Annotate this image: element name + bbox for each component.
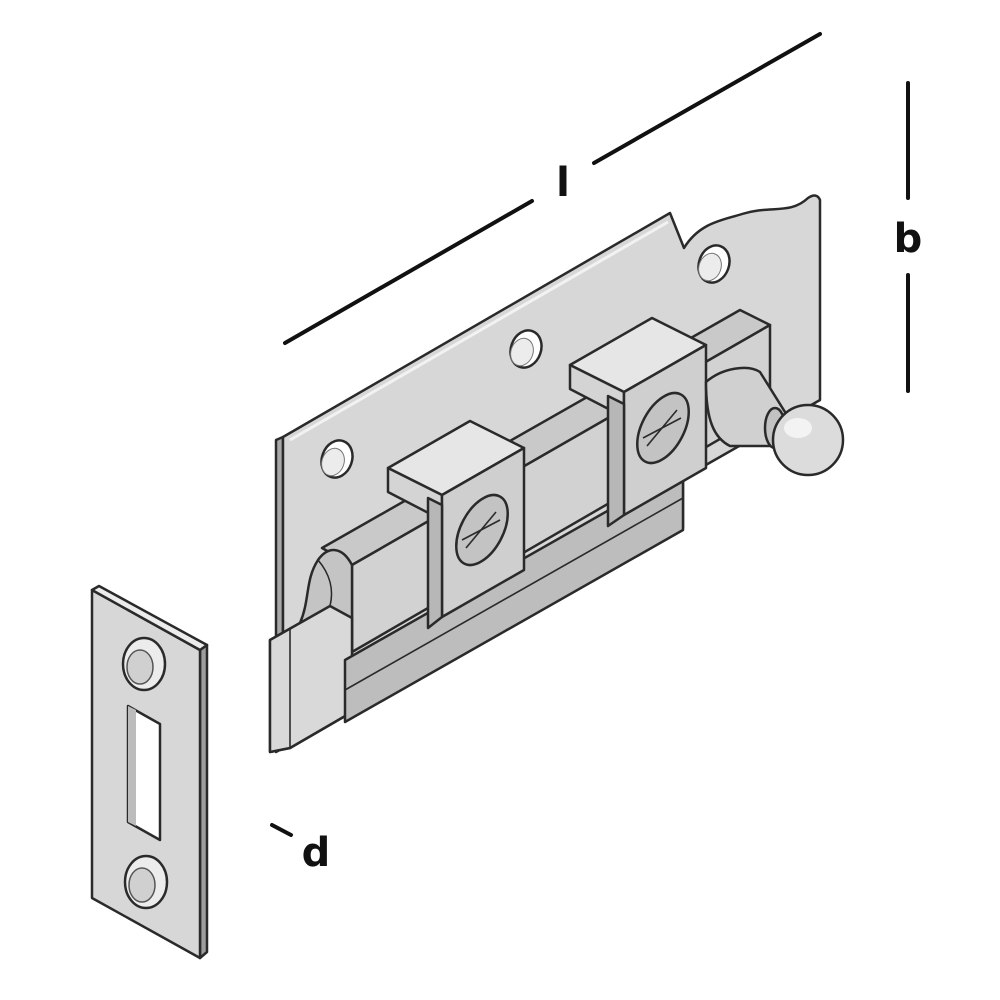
strike-plate xyxy=(90,584,209,960)
strike-slot xyxy=(126,704,162,842)
dimension-thickness: d xyxy=(270,823,331,876)
screw-hole-left xyxy=(320,439,354,479)
dimension-length: l xyxy=(283,32,822,345)
length-dimension-line-right xyxy=(592,32,822,165)
height-label: b xyxy=(894,216,923,262)
screw-hole-middle xyxy=(509,329,543,369)
screw-hole-right xyxy=(697,244,731,284)
strike-hole-top xyxy=(121,636,167,692)
bolt-guide-right xyxy=(568,316,708,528)
thickness-dimension-tick xyxy=(270,823,293,837)
length-label: l xyxy=(556,160,570,206)
guide-screw-left xyxy=(455,493,509,567)
bolt-guide-left xyxy=(386,419,526,630)
dimension-height: b xyxy=(894,81,923,393)
length-dimension-line-left xyxy=(283,199,534,345)
guide-screw-right xyxy=(636,391,690,465)
bolt-knob xyxy=(704,366,845,477)
strike-hole-bottom xyxy=(123,854,169,910)
thickness-label: d xyxy=(302,830,331,876)
